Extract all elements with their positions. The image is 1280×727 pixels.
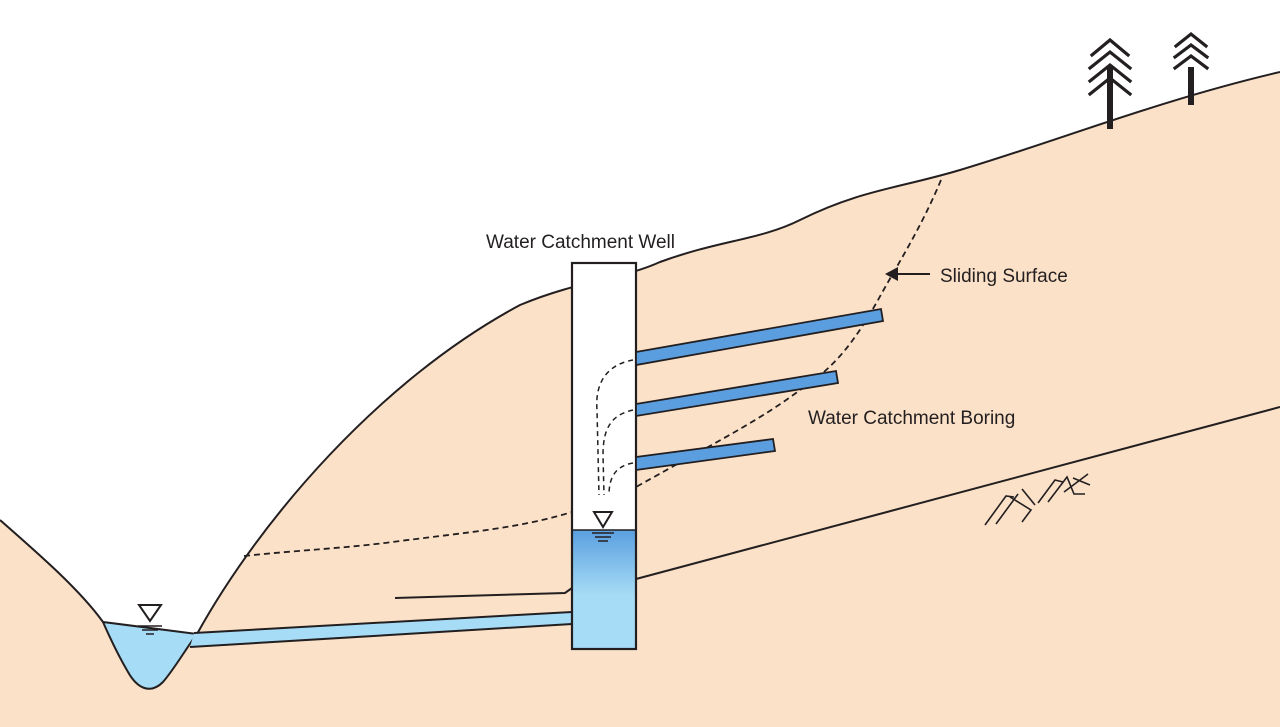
slope-surface-line: [196, 71, 1280, 635]
boring-label: Water Catchment Boring: [808, 408, 1015, 429]
well-outline: [570, 261, 638, 651]
rock-hatch-icon: [984, 473, 1091, 526]
sliding-surface-line: [635, 179, 942, 488]
water-level-icon: [137, 604, 163, 635]
sliding-surface-label: Sliding Surface: [940, 266, 1068, 287]
collector-line: [394, 587, 573, 599]
well-label: Water Catchment Well: [486, 232, 675, 253]
water-level-icon: [592, 511, 614, 542]
catchment-boring-middle: [635, 369, 840, 418]
flow-lines: [596, 359, 634, 496]
groundwater-table-line: [243, 511, 573, 557]
tree-icon: [1172, 31, 1210, 105]
ground-soil: [0, 72, 1280, 727]
bedrock-boundary-line: [635, 406, 1280, 580]
catchment-boring-bottom: [635, 437, 777, 472]
catchment-boring-top: [635, 307, 885, 367]
drain-pipe: [190, 612, 572, 647]
pond-water: [101, 620, 199, 690]
ground-surface-line: [0, 519, 104, 623]
well-water: [572, 530, 636, 649]
tree-icon: [1087, 37, 1133, 129]
arrow-icon: [885, 267, 930, 281]
